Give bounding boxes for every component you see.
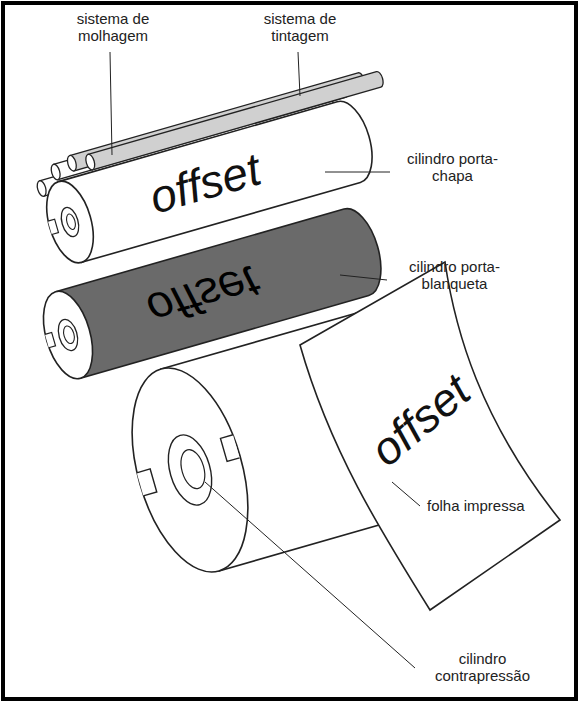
part-label: sistema de tintagem bbox=[245, 10, 355, 45]
leader-lines bbox=[110, 52, 420, 668]
leader-line bbox=[110, 52, 112, 155]
leader-line bbox=[340, 275, 387, 280]
plate-cylinder bbox=[38, 96, 380, 268]
part-label: folha impressa bbox=[425, 497, 527, 514]
plate-cylinder-group bbox=[31, 67, 408, 269]
printed-image-text: offset bbox=[362, 366, 478, 474]
leader-line bbox=[392, 482, 420, 506]
part-label: cilindro porta-chapa bbox=[395, 150, 510, 185]
leader-line bbox=[298, 52, 300, 96]
leader-line bbox=[205, 482, 415, 668]
printed-sheet bbox=[300, 262, 560, 610]
part-label: sistema de molhagem bbox=[63, 10, 163, 45]
blanket-image-text: offset bbox=[143, 258, 264, 333]
frame bbox=[3, 3, 576, 699]
part-label: cilindro porta-blanqueta bbox=[392, 258, 517, 293]
plate-image-text: offset bbox=[145, 145, 266, 220]
part-label: cilindro contrapressão bbox=[420, 650, 545, 685]
leader-line bbox=[325, 172, 390, 173]
